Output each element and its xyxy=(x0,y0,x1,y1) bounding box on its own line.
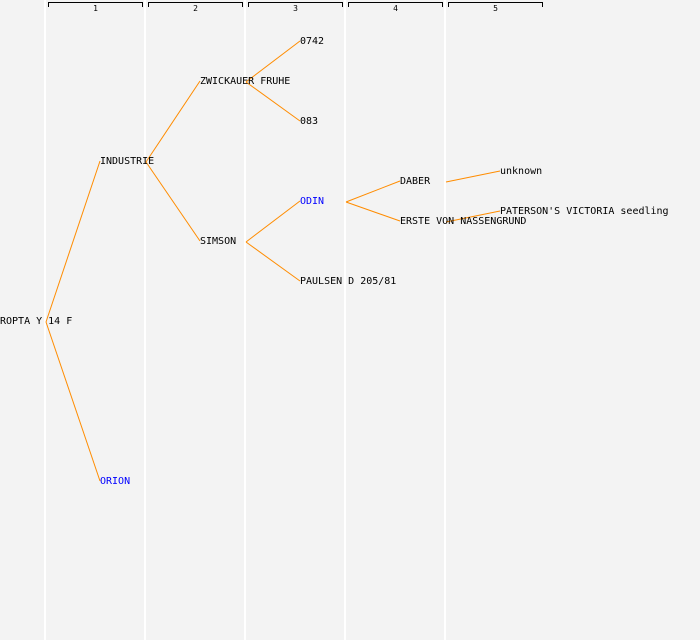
ancestor-node: ERSTE VON NASSENGRUND xyxy=(400,216,527,227)
root-node: ROPTA Y 14 F xyxy=(0,316,73,327)
ancestor-node[interactable]: ORION xyxy=(100,476,131,487)
parent-link-line xyxy=(245,81,301,122)
generation-header: 1 xyxy=(48,2,143,13)
column-separator xyxy=(244,0,246,640)
parent-link-line xyxy=(245,40,301,83)
generation-number: 2 xyxy=(193,4,198,13)
column-separator xyxy=(44,0,46,640)
generation-number: 5 xyxy=(493,4,498,13)
ancestor-node: SIMSON xyxy=(200,236,237,247)
generation-number: 1 xyxy=(93,4,98,13)
parent-link-line xyxy=(345,201,401,222)
ancestor-node: unknown xyxy=(500,166,543,177)
generation-number: 3 xyxy=(293,4,298,13)
parent-link-line xyxy=(245,200,301,243)
ancestor-node: 083 xyxy=(300,116,319,127)
ancestor-node[interactable]: ODIN xyxy=(300,196,325,207)
parent-link-line xyxy=(145,161,201,242)
parent-link-line xyxy=(445,170,501,183)
column-separator xyxy=(444,0,446,640)
generation-number: 4 xyxy=(393,4,398,13)
generation-header: 2 xyxy=(148,2,243,13)
parent-link-line xyxy=(45,160,101,323)
column-separator xyxy=(344,0,346,640)
generation-header: 3 xyxy=(248,2,343,13)
parent-link-line xyxy=(345,180,401,203)
ancestor-node: PATERSON'S VICTORIA seedling xyxy=(500,206,669,217)
ancestor-node: DABER xyxy=(400,176,431,187)
column-separator xyxy=(144,0,146,640)
parent-link-line xyxy=(145,80,201,163)
ancestor-node: 0742 xyxy=(300,36,325,47)
generation-header: 4 xyxy=(348,2,443,13)
parent-link-line xyxy=(245,241,301,282)
ancestor-node: ZWICKAUER FRUHE xyxy=(200,76,291,87)
parent-link-line xyxy=(445,210,501,223)
parent-link-line xyxy=(45,321,101,482)
ancestor-node: PAULSEN D 205/81 xyxy=(300,276,397,287)
generation-header: 5 xyxy=(448,2,543,13)
ancestor-node: INDUSTRIE xyxy=(100,156,155,167)
